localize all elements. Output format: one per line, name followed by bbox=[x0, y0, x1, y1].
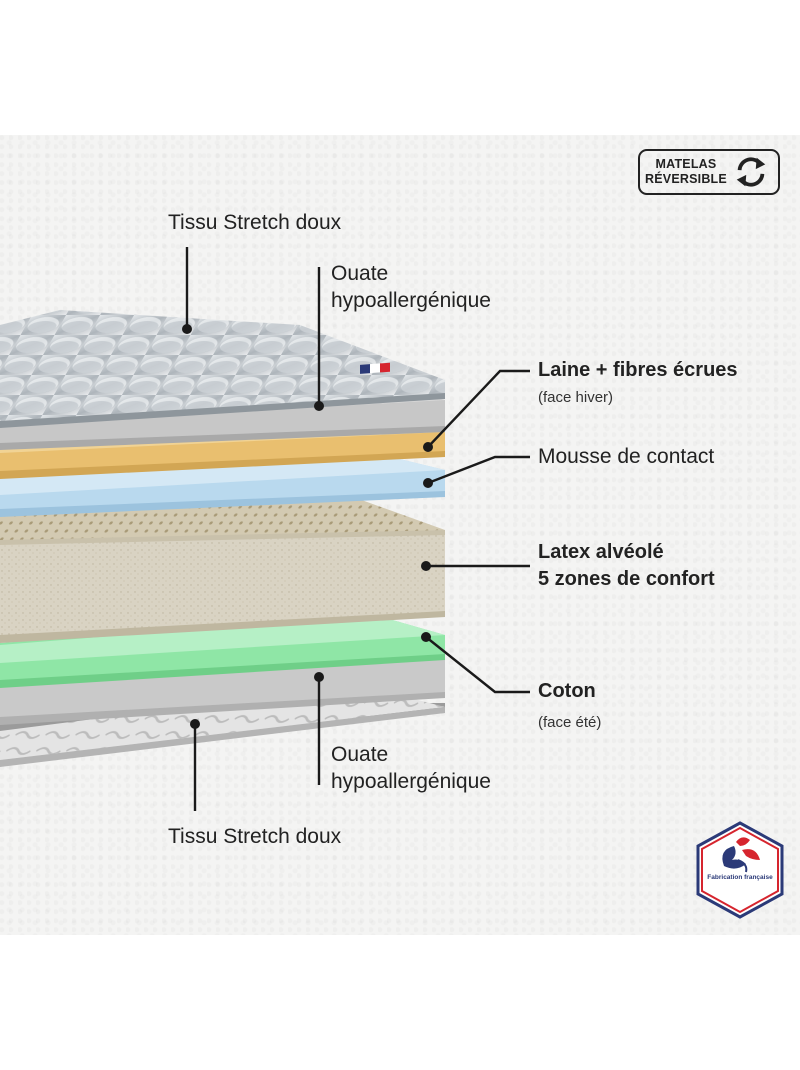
coton-layer bbox=[0, 615, 445, 688]
rooster-icon bbox=[722, 837, 760, 873]
top-tissu-layer bbox=[0, 310, 445, 428]
reversible-arrows-icon bbox=[736, 157, 766, 187]
mousse-layer bbox=[0, 453, 445, 517]
label-coton-note: (face été) bbox=[538, 714, 602, 731]
hexagon-frame bbox=[696, 821, 784, 919]
label-laine: Laine + fibres écrues bbox=[538, 359, 738, 381]
label-coton: Coton bbox=[538, 680, 596, 702]
label-bottom-ouate-line2: hypoallergénique bbox=[331, 770, 491, 793]
label-top-ouate-line2: hypoallergénique bbox=[331, 289, 491, 312]
label-bottom-tissu: Tissu Stretch doux bbox=[168, 825, 342, 848]
label-top-tissu: Tissu Stretch doux bbox=[168, 211, 342, 234]
reversible-badge: MATELAS RÉVERSIBLE bbox=[638, 149, 780, 195]
label-latex-line1: Latex alvéolé bbox=[538, 541, 664, 563]
product-image-panel: Tissu Stretch doux Ouate hypoallergéniqu… bbox=[0, 135, 800, 935]
label-laine-note: (face hiver) bbox=[538, 389, 614, 406]
french-flag-label bbox=[360, 362, 390, 374]
badge-line2: RÉVERSIBLE bbox=[645, 172, 727, 186]
leader-dots bbox=[182, 324, 433, 729]
badge-line1: MATELAS bbox=[655, 157, 717, 171]
logo-text: Fabrication française bbox=[707, 874, 773, 881]
label-latex-line2: 5 zones de confort bbox=[538, 568, 715, 590]
fabrication-francaise-logo: Fabrication française bbox=[694, 820, 786, 920]
leader-lines bbox=[185, 247, 530, 811]
label-top-ouate-line1: Ouate bbox=[331, 262, 389, 285]
label-bottom-ouate-line1: Ouate bbox=[331, 743, 389, 766]
label-mousse: Mousse de contact bbox=[538, 445, 715, 468]
mattress-layers-illustration bbox=[0, 247, 530, 811]
